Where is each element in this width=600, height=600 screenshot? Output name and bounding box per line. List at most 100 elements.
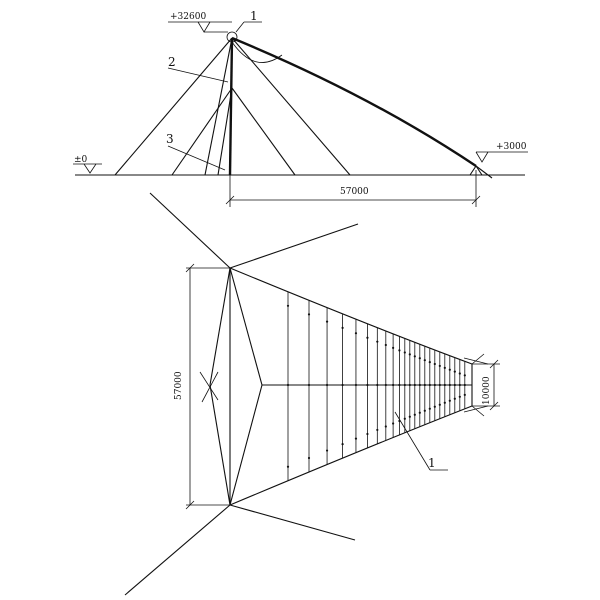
- hanger-node: [453, 397, 456, 400]
- callout-2-text: 2: [168, 55, 176, 69]
- lower-edge-cable: [229, 405, 473, 506]
- hanger-node: [448, 368, 451, 371]
- hanger-node: [458, 372, 461, 375]
- level-marker-top: +32600: [168, 12, 232, 33]
- callout-1-text: 1: [250, 9, 258, 23]
- left-tick-a: [199, 371, 219, 401]
- hanger-node: [418, 383, 421, 387]
- front-stay: [231, 37, 351, 176]
- hanger-node: [423, 409, 426, 412]
- hanger-node: [354, 332, 358, 335]
- cable-sag-detail: [231, 41, 283, 63]
- upper-side-stay: [229, 223, 359, 269]
- back-stay-inner: [204, 37, 233, 176]
- hanger-node: [384, 383, 387, 387]
- hanger-node: [354, 437, 358, 440]
- diamond-lower-right: [229, 384, 263, 506]
- hanger-node: [307, 313, 311, 316]
- hanger-node: [376, 340, 379, 343]
- elevation-view: +32600 ±0 +3000 1 2 3: [73, 9, 528, 207]
- diamond-lower-left: [209, 384, 231, 506]
- hanger-node: [438, 364, 441, 368]
- hanger-node: [453, 370, 456, 373]
- main-cable: [231, 36, 477, 167]
- callout-1-plan: 1: [394, 411, 448, 471]
- hanger-node: [458, 383, 461, 387]
- diamond-upper-right: [229, 267, 263, 386]
- width-dimension-text: 10000: [482, 376, 492, 405]
- hanger-node: [453, 383, 456, 387]
- hanger-node: [463, 383, 466, 387]
- hanger-node: [463, 374, 466, 377]
- hanger-node: [403, 417, 406, 420]
- hanger-node: [428, 407, 431, 410]
- plan-view: 57000 10000 1: [124, 192, 500, 596]
- mid-back-stay-inner: [217, 87, 233, 176]
- anchor-post-left: [469, 165, 477, 176]
- length-dimension: 57000: [174, 263, 230, 510]
- hanger-node: [354, 383, 358, 387]
- level-marker-anchor: +3000: [475, 142, 528, 163]
- hanger-node: [413, 413, 416, 416]
- hanger-node: [418, 357, 421, 360]
- hanger-node: [325, 383, 329, 387]
- hanger-node: [443, 383, 446, 387]
- hanger-node: [403, 383, 406, 387]
- hanger-node: [438, 403, 441, 406]
- hanger-node: [341, 443, 344, 446]
- level-marker-ground: ±0: [73, 155, 102, 174]
- hanger-node: [286, 465, 290, 468]
- hanger-node: [392, 383, 395, 387]
- hanger-node: [325, 320, 329, 323]
- hanger-node: [408, 415, 411, 418]
- upper-back-stay: [149, 192, 231, 269]
- hanger-node: [433, 383, 436, 387]
- level-top-text: +32600: [170, 12, 206, 22]
- hanger-node: [392, 346, 395, 349]
- end-anchor-upper-b: [471, 353, 485, 365]
- hanger-node: [408, 353, 411, 356]
- hanger-node: [366, 383, 369, 387]
- hanger-node: [448, 383, 451, 387]
- hanger-node: [286, 383, 290, 387]
- hanger-node: [423, 383, 426, 387]
- hanger-node: [376, 428, 379, 432]
- span-dimension: 57000: [225, 170, 481, 207]
- anchor-post-right: [475, 165, 483, 176]
- hanger-node: [438, 383, 441, 387]
- upper-edge-cable: [229, 267, 473, 365]
- level-anchor-text: +3000: [496, 142, 527, 152]
- hanger-node: [398, 383, 401, 387]
- hanger-node: [408, 383, 411, 387]
- hanger-node: [307, 456, 311, 460]
- hanger-node: [413, 355, 416, 358]
- callout-3-text: 3: [166, 132, 174, 146]
- hanger-node: [423, 359, 426, 362]
- lower-side-stay: [229, 504, 356, 541]
- hanger-node: [413, 383, 416, 387]
- hanger-node: [398, 349, 401, 352]
- hanger-node: [376, 383, 379, 387]
- front-stay-mid: [231, 87, 296, 176]
- hanger-node: [366, 432, 369, 436]
- hanger-node: [286, 304, 290, 307]
- hanger-node: [392, 422, 395, 425]
- hanger-node: [307, 383, 311, 387]
- hanger-node: [341, 383, 344, 387]
- diamond-upper-left: [209, 267, 231, 386]
- callout-1-elevation: 1: [235, 9, 262, 33]
- length-dimension-text: 57000: [174, 371, 184, 400]
- hanger-node: [325, 449, 329, 452]
- anchor-tie: [475, 165, 493, 179]
- transverse-hangers: [286, 291, 466, 481]
- hanger-node: [384, 425, 387, 428]
- hanger-node: [428, 361, 431, 364]
- mid-back-stay: [171, 87, 233, 176]
- hanger-node: [428, 383, 431, 387]
- mast: [228, 37, 234, 176]
- lower-back-stay: [124, 504, 231, 596]
- span-dimension-text: 57000: [340, 187, 369, 197]
- hanger-node: [403, 351, 406, 354]
- callout-1-plan-text: 1: [428, 456, 436, 470]
- hanger-node: [448, 399, 451, 402]
